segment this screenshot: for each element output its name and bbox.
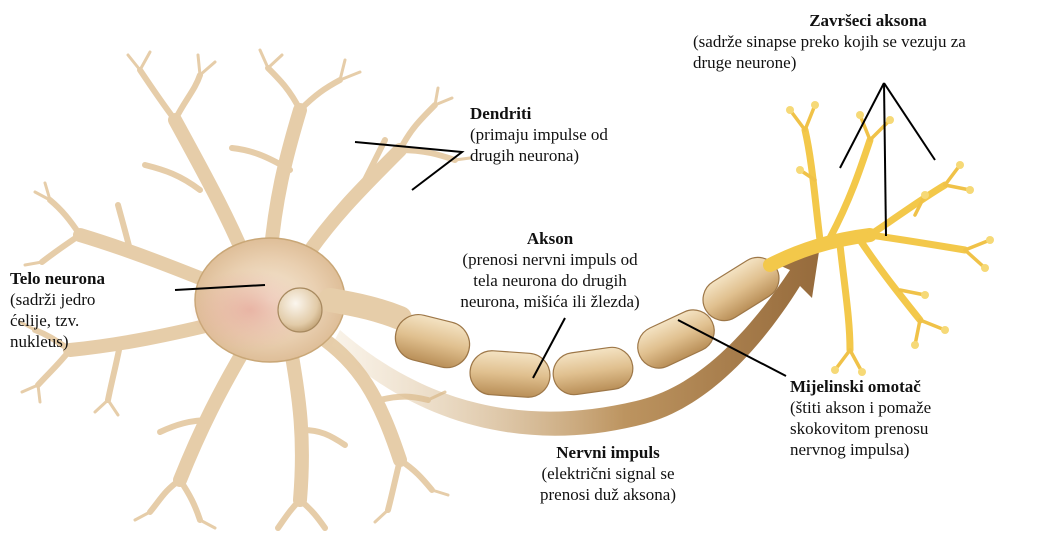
label-axon-terminals-desc: (sadrže sinapse preko kojih se vezuju za… xyxy=(693,31,1043,73)
label-axon: Akson (prenosi nervni impuls od tela neu… xyxy=(437,228,663,312)
label-myelin: Mijelinski omotač (štiti akson i pomaže … xyxy=(790,376,931,460)
label-cell-body: Telo neurona (sadrži jedro ćelije, tzv. … xyxy=(10,268,105,352)
label-myelin-title: Mijelinski omotač xyxy=(790,376,931,397)
label-cell-body-title: Telo neurona xyxy=(10,268,105,289)
label-axon-title: Akson xyxy=(437,228,663,249)
label-axon-desc: (prenosi nervni impuls od tela neurona d… xyxy=(437,249,663,312)
label-dendrites: Dendriti (primaju impulse od drugih neur… xyxy=(470,103,608,166)
label-dendrites-title: Dendriti xyxy=(470,103,608,124)
label-impulse: Nervni impuls (električni signal se pren… xyxy=(508,442,708,505)
axon-terminals xyxy=(770,101,994,376)
label-axon-terminals: Završeci aksona (sadrže sinapse preko ko… xyxy=(693,10,1043,73)
nucleus xyxy=(278,288,322,332)
label-cell-body-desc: (sadrži jedro ćelije, tzv. nukleus) xyxy=(10,289,105,352)
label-dendrites-desc: (primaju impulse od drugih neurona) xyxy=(470,124,608,166)
label-axon-terminals-title: Završeci aksona xyxy=(693,10,1043,31)
label-impulse-title: Nervni impuls xyxy=(508,442,708,463)
label-impulse-desc: (električni signal se prenosi duž aksona… xyxy=(508,463,708,505)
terminals-pointer-2 xyxy=(884,83,886,236)
label-myelin-desc: (štiti akson i pomaže skokovitom prenosu… xyxy=(790,397,931,460)
